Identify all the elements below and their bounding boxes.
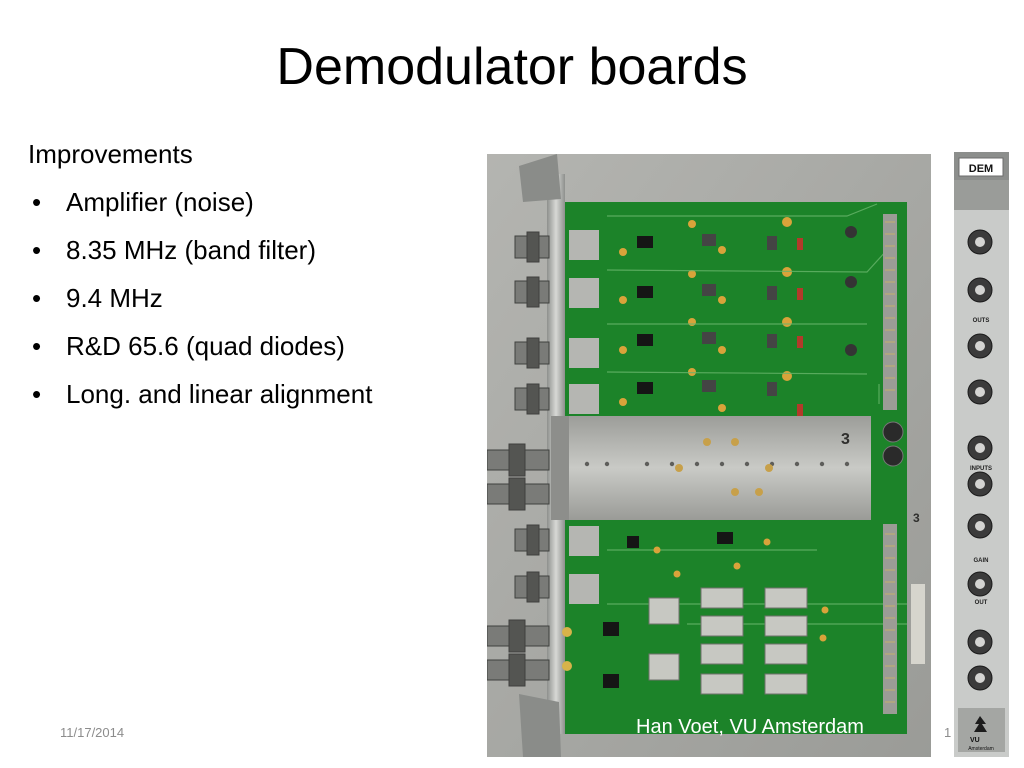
- left-connectors: [487, 231, 550, 687]
- shield-holes: [584, 438, 850, 496]
- slide-title: Demodulator boards: [276, 38, 748, 96]
- panel-label-gain: GAIN: [974, 558, 989, 564]
- bullet-icon: •: [32, 283, 42, 313]
- board-label-sticker: [911, 584, 925, 664]
- bullet-icon: •: [32, 331, 42, 361]
- shield-marking: 3: [841, 431, 850, 448]
- bullet-icon: •: [32, 235, 42, 265]
- panel-logo-text: VU: [970, 737, 980, 744]
- bullet-list: • Amplifier (noise) • 8.35 MHz (band filte…: [28, 186, 372, 426]
- bullet-item: • R&D 65.6 (quad diodes): [28, 330, 372, 378]
- bullet-item: • Long. and linear alignment: [28, 378, 372, 426]
- board-photo: 3 3: [487, 154, 931, 757]
- panel-label: DEM: [969, 163, 993, 175]
- section-heading: Improvements: [28, 139, 193, 169]
- bullet-item: • 9.4 MHz: [28, 282, 372, 330]
- electrolytic-capacitor: [882, 445, 904, 467]
- rf-shield: [565, 416, 871, 520]
- edge-connector-bottom: [883, 524, 897, 714]
- bullet-item: • Amplifier (noise): [28, 186, 372, 234]
- panel-connector-centers: [975, 237, 985, 683]
- connector-pins-top: [885, 221, 895, 391]
- vu-logo-icon: [974, 716, 987, 732]
- front-panel-photo: DEM OUTS INPUTS GAIN OUT VU Amsterdam: [954, 152, 1009, 757]
- footer-date: 11/17/2014: [60, 725, 125, 740]
- bullet-text: 9.4 MHz: [66, 283, 163, 313]
- bullet-text: Long. and linear alignment: [66, 379, 373, 409]
- connector-pins-bottom: [885, 533, 895, 703]
- footer-author: Han Voet, VU Amsterdam: [636, 716, 864, 738]
- edge-connector-top: [883, 214, 897, 410]
- amplifier-rows: [569, 217, 857, 416]
- edge-marking: 3: [913, 511, 920, 525]
- panel-label-out: OUT: [975, 600, 988, 606]
- crystal-filters: [648, 587, 808, 695]
- bullet-text: R&D 65.6 (quad diodes): [66, 331, 345, 361]
- panel-logo-subtext: Amsterdam: [968, 746, 994, 752]
- panel-label-outs: OUTS: [973, 318, 990, 324]
- bullet-icon: •: [32, 187, 42, 217]
- bullet-icon: •: [32, 379, 42, 409]
- electrolytic-capacitor: [882, 421, 904, 443]
- page-number: 1: [944, 725, 952, 740]
- bullet-text: Amplifier (noise): [66, 187, 254, 217]
- bottom-handle: [519, 694, 561, 757]
- bullet-text: 8.35 MHz (band filter): [66, 235, 316, 265]
- top-handle: [519, 154, 561, 202]
- panel-label-inputs: INPUTS: [970, 466, 992, 472]
- bullet-item: • 8.35 MHz (band filter): [28, 234, 372, 282]
